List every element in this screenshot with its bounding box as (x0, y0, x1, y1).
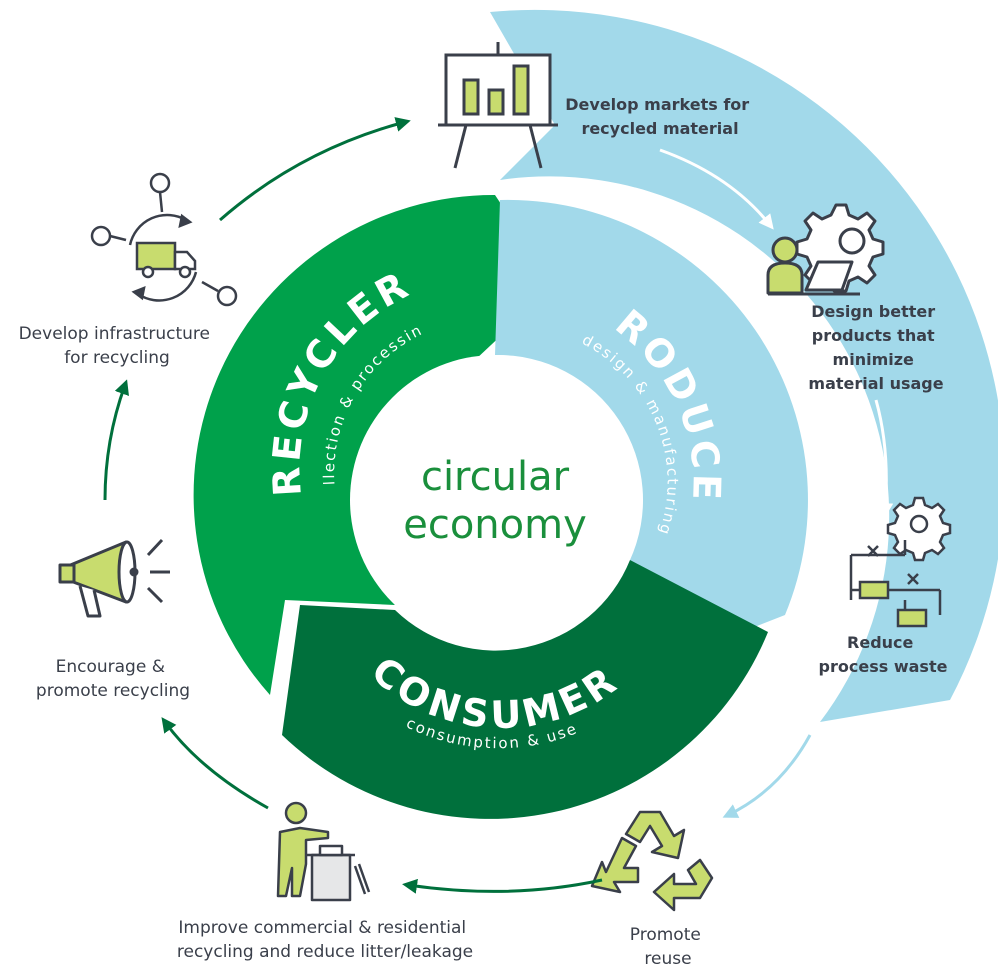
process-flow-gear-icon (849, 496, 952, 628)
arrow-infrastructure-to-markets (219, 117, 411, 222)
center-title-line2: economy (403, 502, 587, 548)
label-waste: Reduce process waste (819, 633, 948, 676)
arrow-design-to-waste (874, 399, 894, 518)
presentation-chart-icon (438, 42, 558, 169)
arrow-improve-to-encourage (161, 717, 269, 810)
label-infrastructure: Develop infrastructure for recycling (19, 324, 216, 368)
center-disc (350, 355, 640, 645)
person-trash-bin-icon (276, 801, 371, 902)
label-design: Design better products that minimize mat… (808, 302, 943, 393)
label-markets: Develop markets for recycled material (565, 95, 755, 138)
person-laptop-gear-icon (766, 203, 885, 296)
label-improve: Improve commercial & residential recycli… (177, 918, 473, 962)
arrow-encourage-to-infrastructure (103, 379, 129, 501)
recycle-icon (590, 810, 714, 912)
megaphone-icon (58, 538, 170, 618)
recycler-segment (193, 194, 555, 695)
outer-producer-band (490, 9, 998, 722)
label-encourage: Encourage & promote recycling (36, 657, 190, 701)
garbage-truck-network-icon (90, 172, 238, 307)
center-title-line1: circular (421, 454, 570, 500)
arrow-waste-to-reuse (722, 734, 812, 818)
producer-segment (495, 199, 808, 665)
consumer-segment (282, 560, 768, 819)
label-reuse: Promote reuse (630, 925, 706, 969)
arrow-reuse-to-improve (402, 878, 603, 894)
arrow-markets-to-design (659, 148, 774, 230)
